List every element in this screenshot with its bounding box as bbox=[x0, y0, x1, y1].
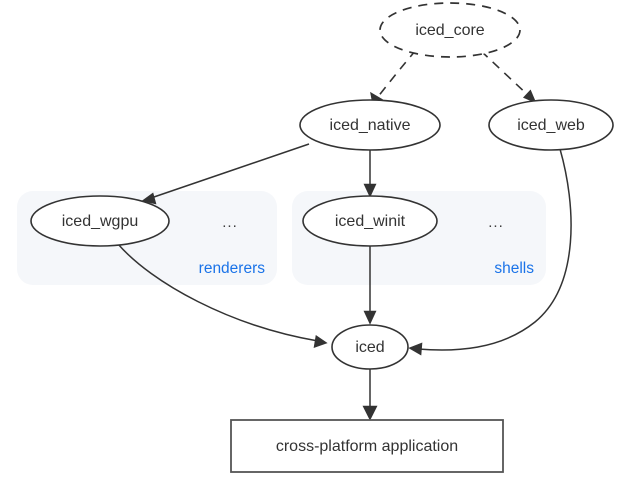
node-iced-core-ellipse[interactable] bbox=[379, 2, 521, 58]
edge-wgpu-to-iced bbox=[117, 243, 328, 348]
node-iced-web-label: iced_web bbox=[517, 117, 585, 134]
node-iced-wgpu-label: iced_wgpu bbox=[62, 213, 139, 230]
cluster-renderers-ellipsis: ... bbox=[222, 214, 238, 231]
edge-native-to-winit bbox=[363, 150, 377, 198]
edge-web-to-iced-arrowhead bbox=[408, 342, 423, 356]
edge-wgpu-to-iced-line bbox=[117, 243, 319, 342]
edge-native-to-wgpu-arrowhead bbox=[141, 192, 157, 205]
cluster-renderers-label: renderers bbox=[199, 260, 266, 277]
node-cross-platform-application-label: cross-platform application bbox=[276, 438, 458, 455]
edge-native-to-winit-arrowhead bbox=[363, 183, 377, 198]
node-iced-web[interactable]: iced_web bbox=[488, 99, 614, 151]
edge-core-to-web-arrowhead bbox=[522, 89, 537, 104]
cluster-shells-ellipsis: ... bbox=[488, 214, 504, 231]
edge-native-to-wgpu-line bbox=[150, 143, 310, 199]
node-iced-label: iced bbox=[355, 339, 384, 356]
node-iced[interactable]: iced bbox=[331, 324, 409, 370]
edge-native-to-wgpu bbox=[141, 143, 310, 205]
node-iced-wgpu-ellipse[interactable] bbox=[30, 195, 170, 247]
node-iced-winit-label: iced_winit bbox=[335, 213, 406, 230]
edge-core-to-web bbox=[480, 50, 537, 104]
cluster-shells-label: shells bbox=[494, 260, 534, 277]
edge-web-to-iced bbox=[408, 148, 572, 356]
node-iced-web-ellipse[interactable] bbox=[488, 99, 614, 151]
node-iced-native-ellipse[interactable] bbox=[299, 99, 441, 151]
edge-wgpu-to-iced-arrowhead bbox=[313, 334, 328, 348]
node-cross-platform-application-rect[interactable] bbox=[230, 419, 504, 473]
node-iced-core-label: iced_core bbox=[415, 22, 484, 39]
edge-winit-to-iced-arrowhead bbox=[363, 310, 377, 325]
edge-iced-to-app bbox=[362, 369, 378, 421]
edge-web-to-iced-line bbox=[417, 148, 572, 351]
edge-core-to-native bbox=[370, 49, 417, 107]
node-iced-native[interactable]: iced_native bbox=[299, 99, 441, 151]
node-cross-platform-application[interactable]: cross-platform application bbox=[230, 419, 504, 473]
node-iced-winit-ellipse[interactable] bbox=[302, 195, 438, 247]
node-iced-wgpu[interactable]: iced_wgpu bbox=[30, 195, 170, 247]
node-iced-ellipse[interactable] bbox=[331, 324, 409, 370]
edge-iced-to-app-arrowhead bbox=[362, 405, 378, 421]
node-iced-native-label: iced_native bbox=[330, 117, 411, 134]
node-iced-winit[interactable]: iced_winit bbox=[302, 195, 438, 247]
edge-core-to-web-line bbox=[480, 50, 531, 98]
edge-core-to-native-line bbox=[376, 49, 417, 99]
edge-winit-to-iced bbox=[363, 246, 377, 325]
node-iced-core[interactable]: iced_core bbox=[379, 2, 521, 58]
